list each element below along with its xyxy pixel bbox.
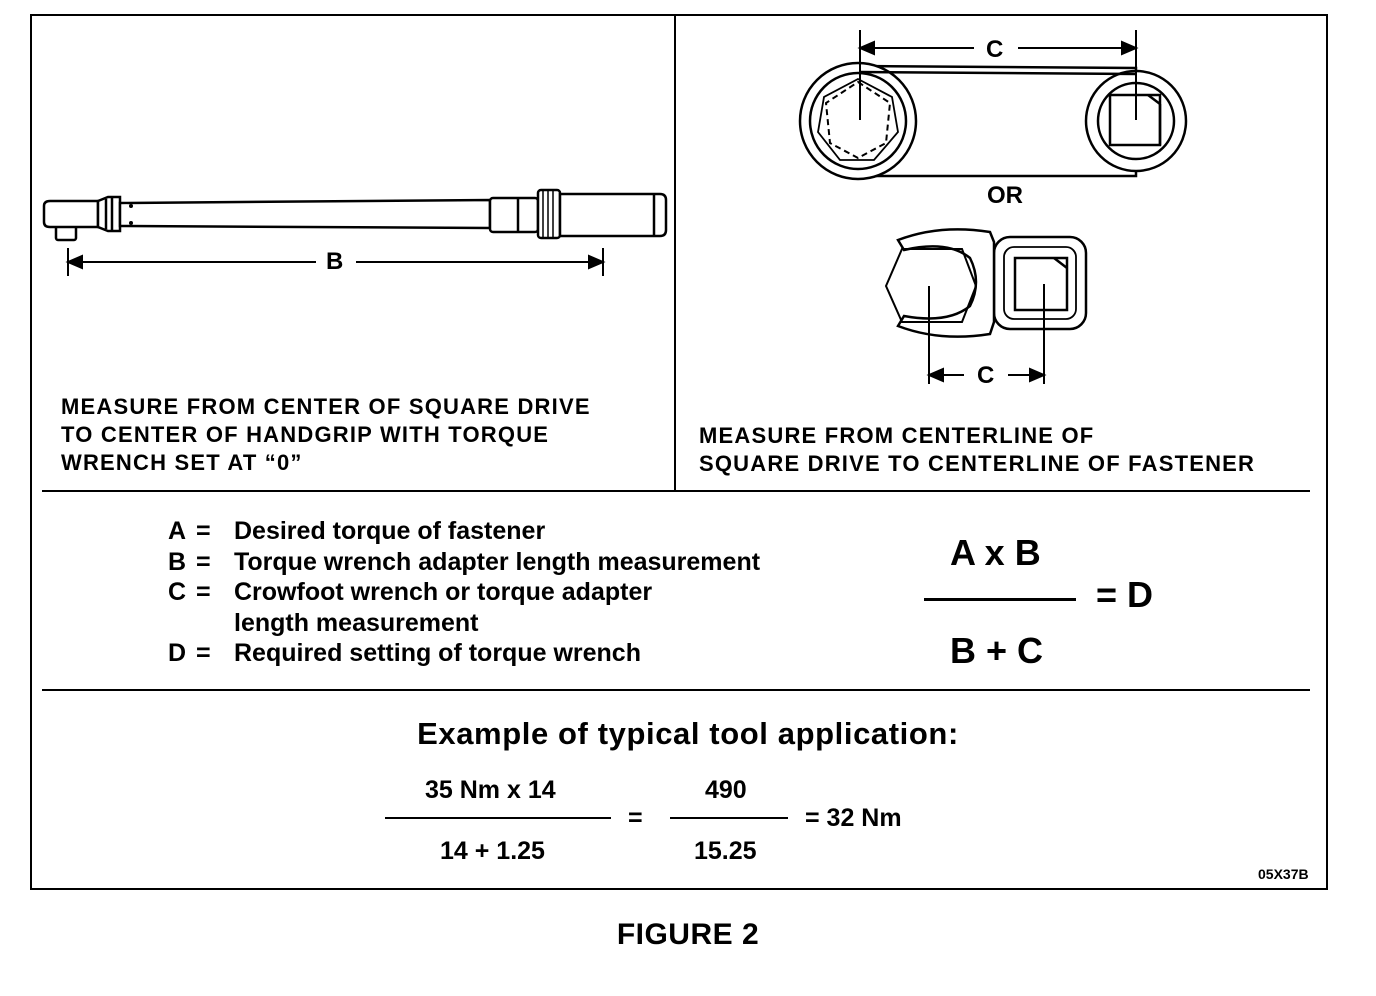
- left-panel-caption: MEASURE FROM CENTER OF SQUARE DRIVE TO C…: [61, 394, 591, 475]
- crowfoot-wrench-illustration: [884, 228, 1088, 338]
- torque-adapter-illustration: [798, 61, 1188, 181]
- formula-fraction-line: [924, 598, 1076, 601]
- definition-row: C=Crowfoot wrench or torque adapter: [168, 578, 653, 606]
- formula-result: = D: [1096, 574, 1154, 615]
- example-numerator-1: 35 Nm x 14: [425, 776, 556, 804]
- example-equals: =: [628, 804, 643, 832]
- definition-row: A=Desired torque of fastener: [168, 517, 546, 545]
- dimension-label-c-top: C: [986, 36, 1004, 63]
- torque-wrench-illustration: [42, 188, 668, 242]
- example-numerator-2: 490: [705, 776, 747, 804]
- definitions-list: A=Desired torque of fastener B=Torque wr…: [168, 516, 760, 669]
- dimension-b-line: [65, 248, 606, 276]
- example-fraction-line-2: [670, 817, 788, 819]
- panel-divider-vertical: [674, 16, 676, 491]
- dimension-c-top-line: [857, 30, 1139, 120]
- definition-row: D=Required setting of torque wrench: [168, 639, 641, 667]
- dimension-c-bottom-line: [926, 284, 1047, 384]
- section-divider-top: [42, 490, 1310, 492]
- example-result: = 32 Nm: [805, 804, 902, 832]
- figure-label: FIGURE 2: [616, 918, 760, 951]
- formula-denominator: B + C: [950, 630, 1044, 671]
- example-denominator-2: 15.25: [694, 837, 757, 865]
- definition-row: B=Torque wrench adapter length measureme…: [168, 547, 761, 576]
- figure-code: 05X37B: [1258, 866, 1309, 882]
- figure-frame: [30, 14, 1328, 890]
- dimension-label-b: B: [326, 248, 344, 275]
- example-fraction-line-1: [385, 817, 611, 819]
- section-divider-bottom: [42, 689, 1310, 691]
- right-panel-caption: MEASURE FROM CENTERLINE OF SQUARE DRIVE …: [699, 423, 1256, 476]
- dimension-label-c-bottom: C: [977, 362, 995, 389]
- definition-row: length measurement: [234, 608, 479, 637]
- formula-numerator: A x B: [950, 532, 1041, 573]
- example-title: Example of typical tool application:: [417, 716, 959, 751]
- or-label: OR: [987, 182, 1023, 209]
- example-denominator-1: 14 + 1.25: [440, 837, 545, 865]
